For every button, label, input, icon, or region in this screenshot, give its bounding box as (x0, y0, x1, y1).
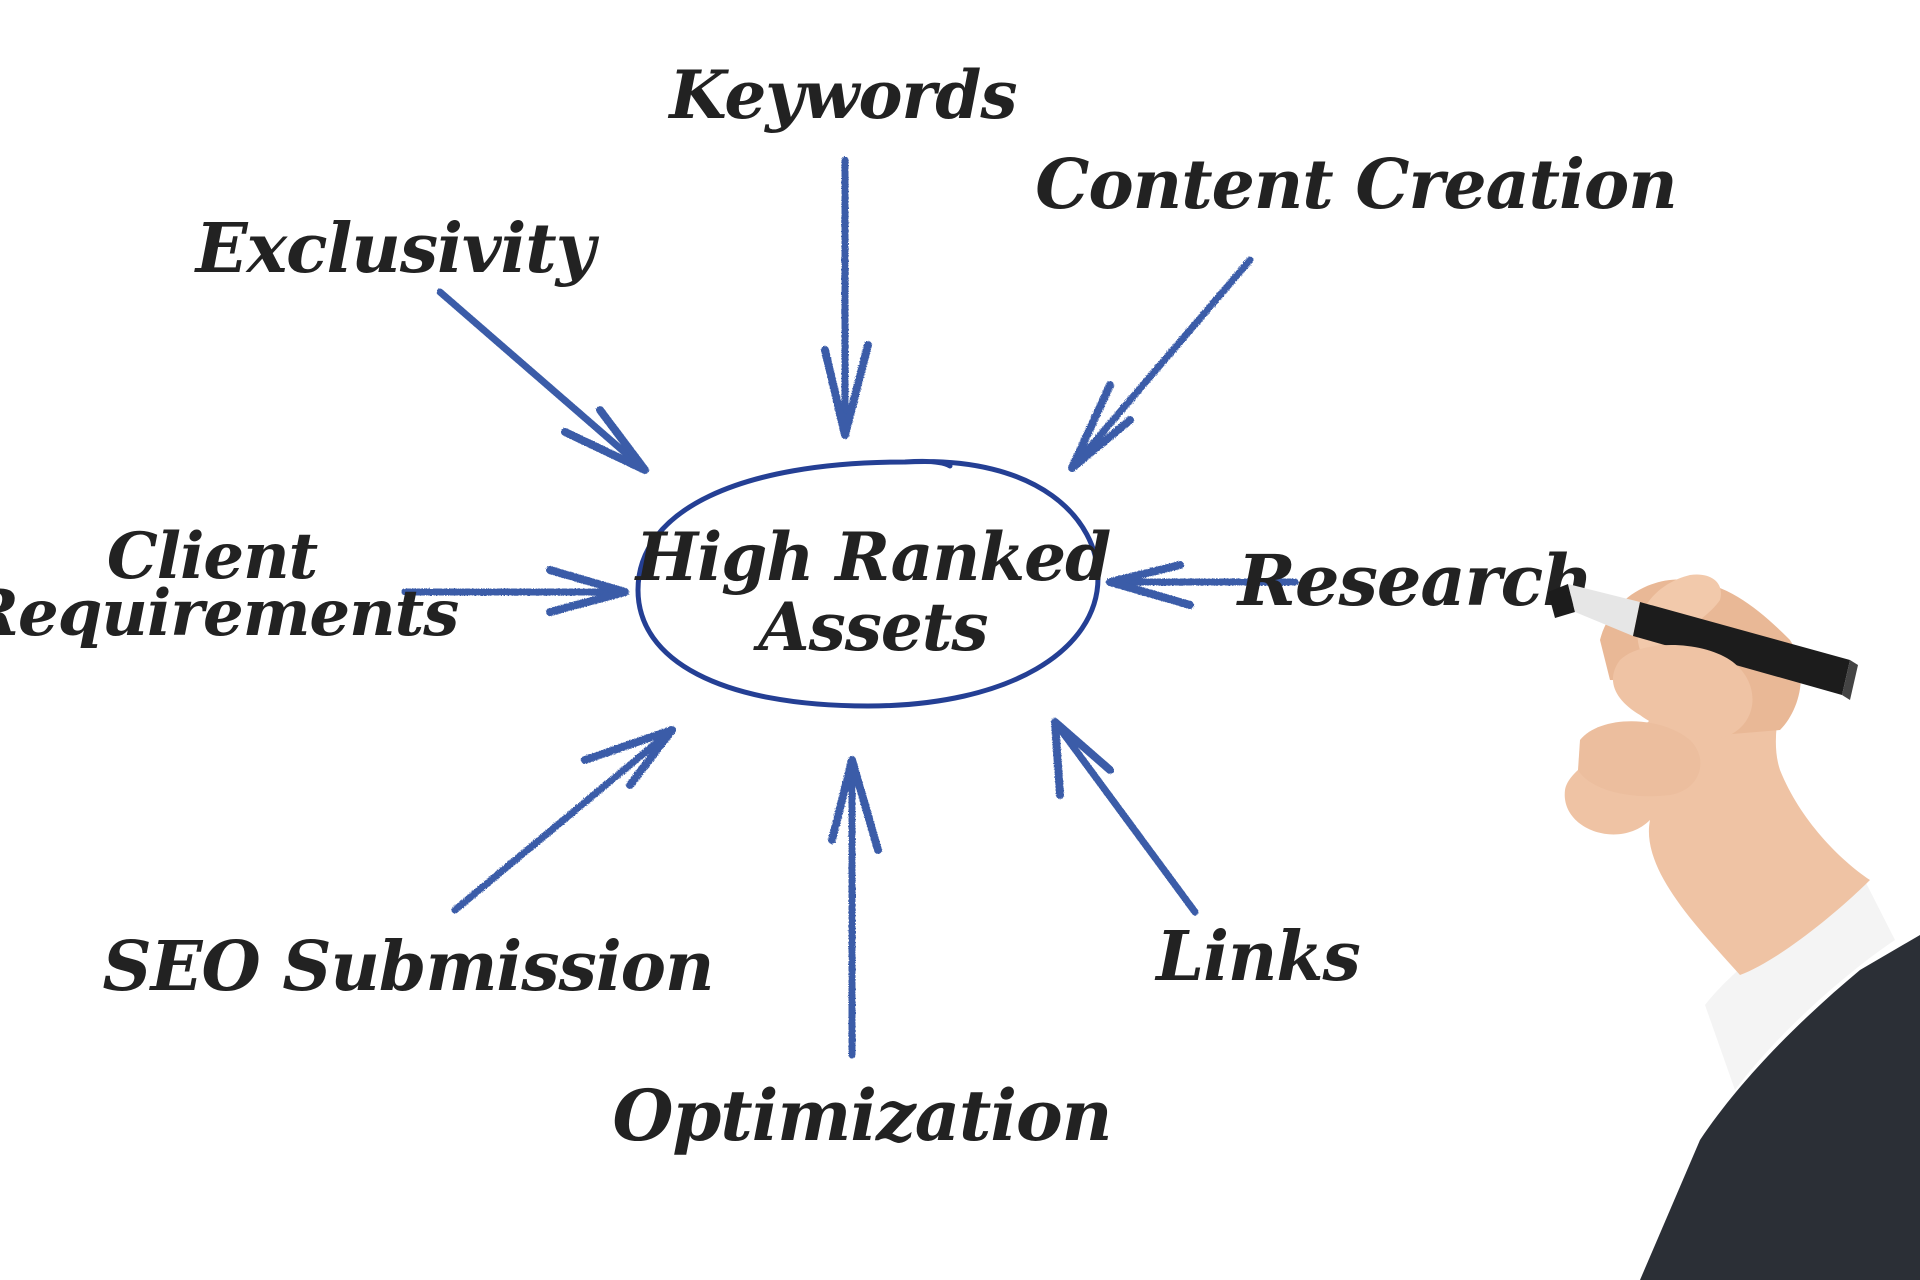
label-content-creation: Content Creation (1035, 145, 1676, 225)
arrow-seo-submission (451, 726, 676, 914)
suit-sleeve (1640, 935, 1920, 1280)
label-exclusivity: Exclusivity (194, 209, 600, 289)
arrow-links (1051, 718, 1199, 916)
label-client-line2: Requirements (0, 576, 458, 651)
arrow-content-creation (1068, 256, 1254, 472)
hand-holding-marker-icon (1548, 574, 1920, 1280)
arrow-client-requirements (401, 566, 629, 616)
label-research: Research (1236, 539, 1592, 622)
label-links: Links (1154, 917, 1359, 997)
marker-pen-icon (1548, 584, 1858, 700)
shirt-cuff (1705, 875, 1895, 1090)
arrows (401, 156, 1299, 1059)
labels: Keywords Content Creation Exclusivity Cl… (0, 56, 1678, 1157)
label-keywords: Keywords (667, 56, 1016, 134)
arrow-keywords (821, 156, 872, 439)
center-ellipse (635, 458, 1101, 709)
label-seo-submission: SEO Submission (103, 927, 714, 1007)
center-title-line1: High Ranked (634, 518, 1111, 596)
arrow-optimization (828, 756, 882, 1059)
label-optimization: Optimization (612, 1074, 1111, 1157)
label-client-line1: Client (107, 519, 318, 594)
arrow-exclusivity (436, 288, 649, 474)
center-title-line2: Assets (752, 588, 987, 666)
center-node: High Ranked Assets (634, 458, 1111, 709)
arrow-research (1106, 561, 1299, 609)
middle-finger (1578, 721, 1701, 797)
index-finger (1612, 645, 1753, 739)
